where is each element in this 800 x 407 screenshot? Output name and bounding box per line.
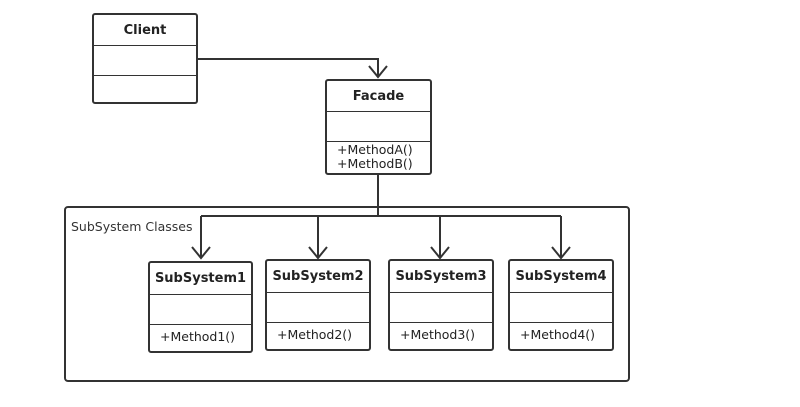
subsystem2-class-name: SubSystem2 (267, 261, 369, 293)
facade-attributes-compartment (327, 112, 430, 142)
subsystem-classes-label: SubSystem Classes (71, 219, 193, 234)
subsystem1-class[interactable]: SubSystem1 +Method1() (148, 261, 253, 353)
subsystem1-class-name: SubSystem1 (150, 263, 251, 295)
facade-class-name: Facade (327, 81, 430, 112)
subsystem4-methods-compartment: +Method4() (510, 323, 612, 349)
client-attributes-compartment (94, 46, 196, 76)
subsystem3-class-name: SubSystem3 (390, 261, 492, 293)
client-methods-compartment (94, 76, 196, 102)
client-class-name: Client (94, 15, 196, 46)
subsystem4-class-name: SubSystem4 (510, 261, 612, 293)
subsystem4-class[interactable]: SubSystem4 +Method4() (508, 259, 614, 351)
subsystem3-attributes-compartment (390, 293, 492, 323)
client-to-facade-connector (198, 58, 379, 76)
subsystem4-method: +Method4() (520, 327, 596, 342)
subsystem2-method: +Method2() (277, 327, 353, 342)
facade-class[interactable]: Facade +MethodA() +MethodB() (325, 79, 432, 175)
subsystem3-method: +Method3() (400, 327, 476, 342)
subsystem2-attributes-compartment (267, 293, 369, 323)
subsystem-classes-frame: SubSystem Classes (64, 206, 630, 382)
subsystem4-attributes-compartment (510, 293, 612, 323)
facade-method: +MethodA() (337, 142, 413, 157)
subsystem1-methods-compartment: +Method1() (150, 325, 251, 351)
facade-method: +MethodB() (337, 156, 413, 171)
subsystem1-attributes-compartment (150, 295, 251, 325)
subsystem2-methods-compartment: +Method2() (267, 323, 369, 349)
subsystem1-method: +Method1() (160, 329, 236, 344)
client-class[interactable]: Client (92, 13, 198, 104)
client-to-facade-arrowhead (368, 65, 388, 79)
subsystem3-methods-compartment: +Method3() (390, 323, 492, 349)
facade-methods-compartment: +MethodA() +MethodB() (327, 142, 430, 173)
subsystem2-class[interactable]: SubSystem2 +Method2() (265, 259, 371, 351)
subsystem3-class[interactable]: SubSystem3 +Method3() (388, 259, 494, 351)
